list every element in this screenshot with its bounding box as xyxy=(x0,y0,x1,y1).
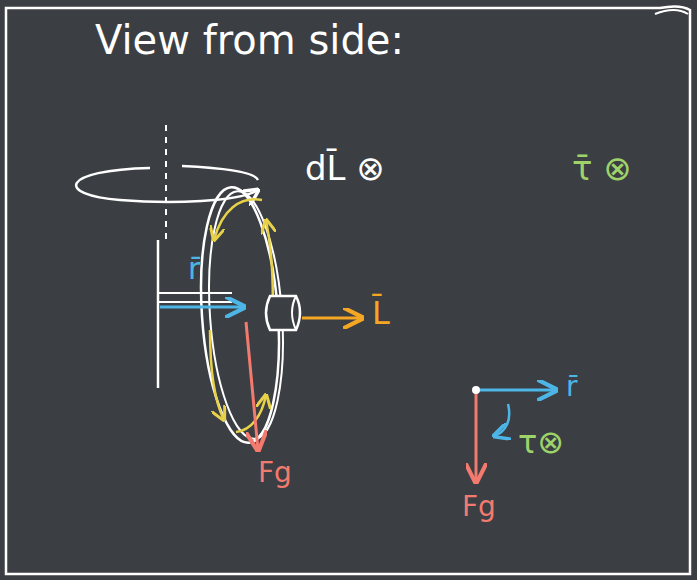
rotation-arrow xyxy=(494,404,509,436)
rotation-axis xyxy=(165,125,167,245)
precession-arrow xyxy=(76,168,258,202)
gravity-label: Fg xyxy=(258,458,292,489)
r-vector xyxy=(160,306,244,309)
precession-arrow xyxy=(182,166,258,180)
pivot-dot xyxy=(472,386,480,394)
r-label: r̄ xyxy=(188,252,200,285)
r-label: r̄ xyxy=(566,372,578,403)
r-vector xyxy=(476,389,556,392)
title: View from side: xyxy=(95,18,404,62)
spin-arrow xyxy=(214,199,262,240)
frame xyxy=(6,6,690,574)
L-label: L̄ xyxy=(372,296,390,331)
axle-hub xyxy=(292,296,296,330)
gravity-label: Fg xyxy=(462,492,496,523)
torque-label: τ⊗ xyxy=(518,425,564,460)
frame-curl xyxy=(655,10,688,14)
pole xyxy=(157,240,160,388)
gravity-vector xyxy=(475,390,478,482)
torque-into-page: τ̄ ⊗ xyxy=(572,150,632,187)
arm xyxy=(158,292,232,294)
axle-hub xyxy=(266,296,300,330)
arm xyxy=(158,301,232,303)
L-vector xyxy=(302,317,362,320)
gravity-vector xyxy=(246,322,258,450)
spin-arrow xyxy=(210,330,224,420)
dL-into-page: dL̄ ⊗ xyxy=(305,150,385,187)
spin-arrow xyxy=(236,395,266,432)
